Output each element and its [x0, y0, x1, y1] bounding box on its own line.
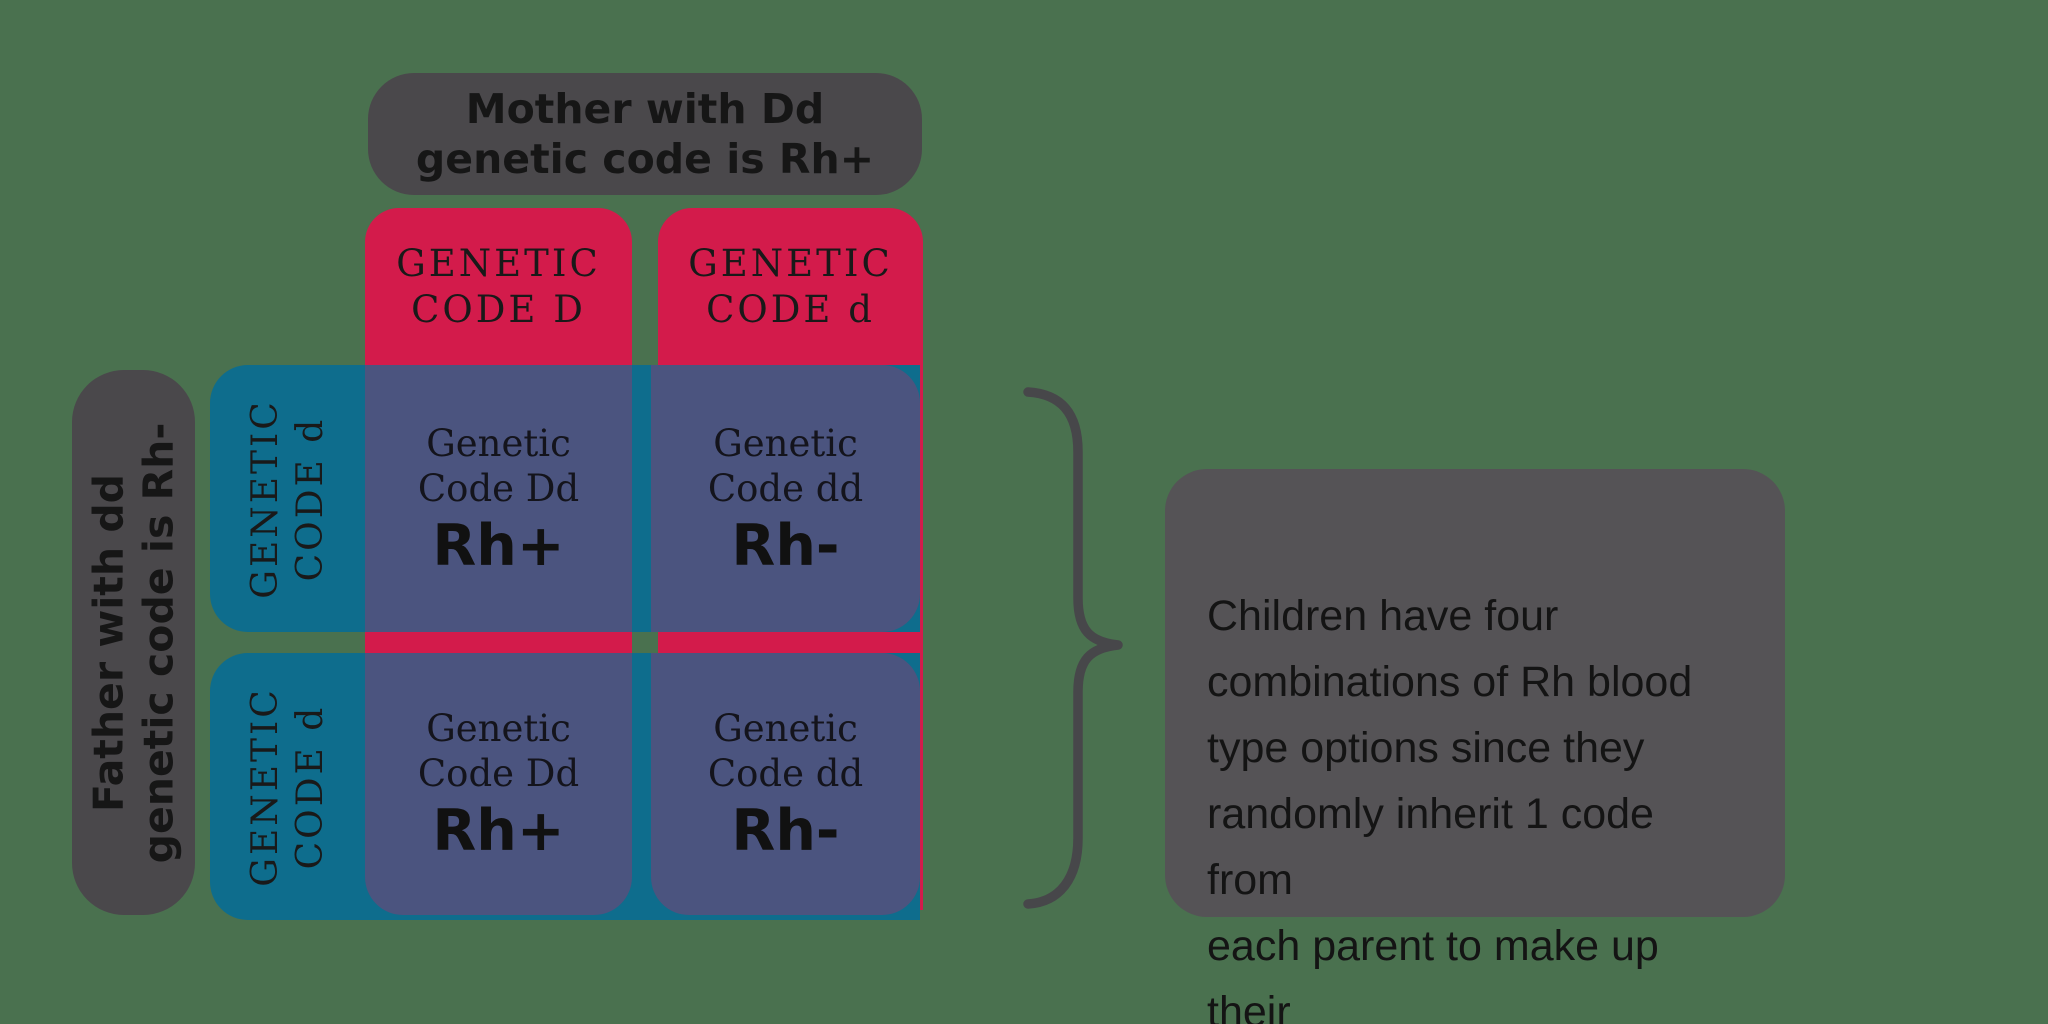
cell2-result: Rh- [731, 512, 840, 579]
cell1-line2: Code Dd [417, 466, 580, 510]
cell2-line2: Code dd [707, 466, 864, 510]
explanation-note: Children have four combinations of Rh bl… [1165, 469, 1785, 1024]
curly-brace [1023, 387, 1123, 909]
mother-allele-label-D-line1: GENETIC [396, 241, 601, 285]
mother-allele-label-d: GENETIC CODE d [658, 208, 923, 365]
cell1-line1: Genetic [426, 421, 571, 465]
mother-header-line2: genetic code is Rh+ [415, 135, 875, 183]
mother-header-line1: Mother with Dd [465, 85, 825, 133]
father-allele-label-d-2: GENETIC CODE d [210, 653, 365, 920]
cell2-line1: Genetic [713, 421, 858, 465]
punnett-cell-Dd-1: Genetic Code Dd Rh+ [365, 365, 632, 632]
mother-header: Mother with Dd genetic code is Rh+ [368, 73, 922, 195]
cell1-result: Rh+ [432, 512, 565, 579]
mother-allele-label-D: GENETIC CODE D [365, 208, 632, 365]
punnett-cell-dd-2: Genetic Code dd Rh- [651, 653, 920, 915]
father-allele-label-d1-line2: CODE d [289, 416, 331, 581]
cell4-result: Rh- [731, 798, 840, 864]
mother-allele-label-d-line1: GENETIC [688, 241, 893, 285]
cell3-result: Rh+ [432, 798, 565, 864]
punnett-cell-Dd-2: Genetic Code Dd Rh+ [365, 653, 632, 915]
father-allele-label-d2-line1: GENETIC [244, 686, 286, 887]
father-header: Father with dd genetic code is Rh- [72, 370, 195, 915]
mother-allele-label-D-line2: CODE D [411, 287, 586, 331]
father-header-line2: genetic code is Rh- [134, 422, 183, 863]
explanation-note-text: Children have four combinations of Rh bl… [1207, 592, 1693, 1024]
father-allele-label-d2-line2: CODE d [289, 704, 331, 869]
cell3-line1: Genetic [426, 707, 571, 750]
father-allele-label-d1-line1: GENETIC [244, 398, 286, 599]
father-allele-label-d-1: GENETIC CODE d [210, 365, 365, 632]
mother-allele-label-d-line2: CODE d [706, 287, 875, 331]
cell4-line2: Code dd [707, 752, 864, 795]
punnett-cell-dd-1: Genetic Code dd Rh- [651, 365, 920, 632]
cell3-line2: Code Dd [417, 752, 580, 795]
father-header-line1: Father with dd [84, 473, 133, 812]
cell4-line1: Genetic [713, 707, 858, 750]
